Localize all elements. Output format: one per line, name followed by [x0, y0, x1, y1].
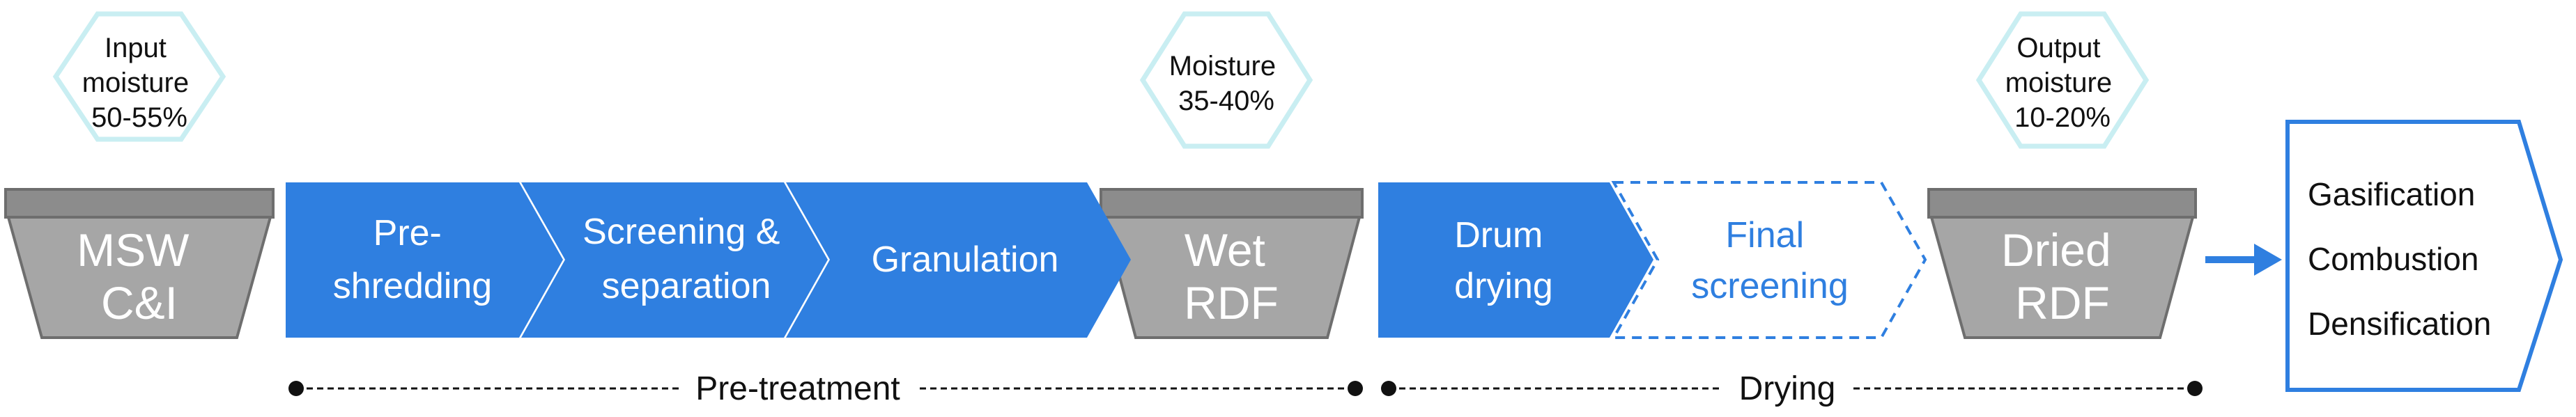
output-box-shape [2285, 120, 2563, 392]
bin-label-line: Wet [1185, 224, 1265, 276]
bracket-endpoint [2187, 381, 2203, 396]
chevron-shape [521, 182, 828, 338]
hexagon-shape [1975, 11, 2150, 149]
bin-body [1102, 216, 1362, 339]
step-label: Screening & separation [583, 212, 790, 306]
output-option: Combustion [2308, 241, 2478, 277]
bin-label-line: MSW [77, 224, 190, 276]
hexagon-line: Input [105, 33, 167, 63]
chevron-shape [786, 182, 1131, 338]
step-label-line: separation [602, 266, 771, 306]
dried-rdf-bin: Dried RDF [1927, 188, 2197, 339]
flow-arrow [2205, 244, 2282, 276]
wet-rdf-bin: Wet RDF [1100, 188, 1364, 339]
step-label-line: Drum [1454, 215, 1543, 255]
output-option: Densification [2308, 306, 2491, 342]
output-option: Gasification [2308, 176, 2475, 212]
bin-rim [1100, 188, 1364, 219]
drying-stage-bracket: Drying [1381, 370, 2203, 407]
hexagon-line: moisture [82, 68, 189, 98]
step-label-line: Final [1725, 215, 1804, 255]
step-label-line: shredding [333, 266, 492, 306]
drum-drying-step: Drum drying [1378, 182, 1653, 338]
hexagon-line: 10-20% [2014, 102, 2111, 133]
bin-rim [4, 188, 275, 219]
hexagon-text: Output moisture 10-20% [2005, 33, 2120, 133]
chevron-shape [1378, 182, 1653, 338]
screening-separation-step: Screening & separation [521, 182, 828, 338]
bin-label: Dried RDF [2001, 224, 2124, 329]
chevron-shape [286, 182, 563, 338]
output-moisture-hexagon: Output moisture 10-20% [1975, 11, 2150, 149]
hexagon-text: Input moisture 50-55% [82, 33, 197, 133]
bin-label-line: RDF [2015, 277, 2110, 329]
step-label-line: drying [1454, 266, 1553, 306]
stage-label: Pre-treatment [695, 370, 900, 407]
hexagon-line: 50-55% [91, 102, 187, 133]
hexagon-shape [1139, 11, 1313, 149]
hexagon-line: Moisture [1169, 51, 1276, 81]
step-label-line: Pre- [373, 213, 442, 253]
hexagon-line: moisture [2005, 68, 2112, 98]
output-options-box: Gasification Combustion Densification [2285, 120, 2563, 392]
hexagon-shape [52, 11, 226, 142]
step-label: Drum drying [1454, 215, 1553, 306]
step-label-line: Granulation [872, 239, 1059, 280]
arrow-head-icon [2254, 244, 2282, 276]
msw-bin: MSW C&I [4, 188, 275, 339]
step-label: Pre- shredding [333, 213, 492, 306]
bin-rim [1927, 188, 2197, 219]
step-label-line: Screening & [583, 212, 780, 252]
bin-body [6, 216, 272, 339]
chevron-shape [1611, 181, 1927, 339]
bin-label-line: RDF [1184, 277, 1279, 329]
hexagon-line: Output [2016, 33, 2100, 63]
bin-label-line: Dried [2001, 224, 2111, 276]
bracket-endpoint [288, 381, 304, 396]
bin-label: MSW C&I [77, 224, 202, 329]
step-label-line: screening [1691, 266, 1848, 306]
stage-label: Drying [1739, 370, 1836, 407]
mid-moisture-hexagon: Moisture 35-40% [1139, 11, 1313, 149]
hexagon-text: Moisture 35-40% [1169, 51, 1284, 116]
input-moisture-hexagon: Input moisture 50-55% [52, 11, 226, 142]
granulation-step: Granulation [786, 182, 1131, 338]
bin-body [1929, 216, 2195, 339]
hexagon-line: 35-40% [1178, 86, 1274, 116]
step-label: Final screening [1691, 215, 1848, 306]
bin-label: Wet RDF [1184, 224, 1279, 329]
pretreatment-stage-bracket: Pre-treatment [288, 370, 1363, 407]
final-screening-step: Final screening [1611, 181, 1927, 339]
preshredding-step: Pre- shredding [286, 182, 563, 338]
bin-label-line: C&I [101, 277, 178, 329]
bracket-endpoint [1381, 381, 1396, 396]
step-label: Granulation [872, 239, 1059, 280]
bracket-endpoint [1348, 381, 1363, 396]
